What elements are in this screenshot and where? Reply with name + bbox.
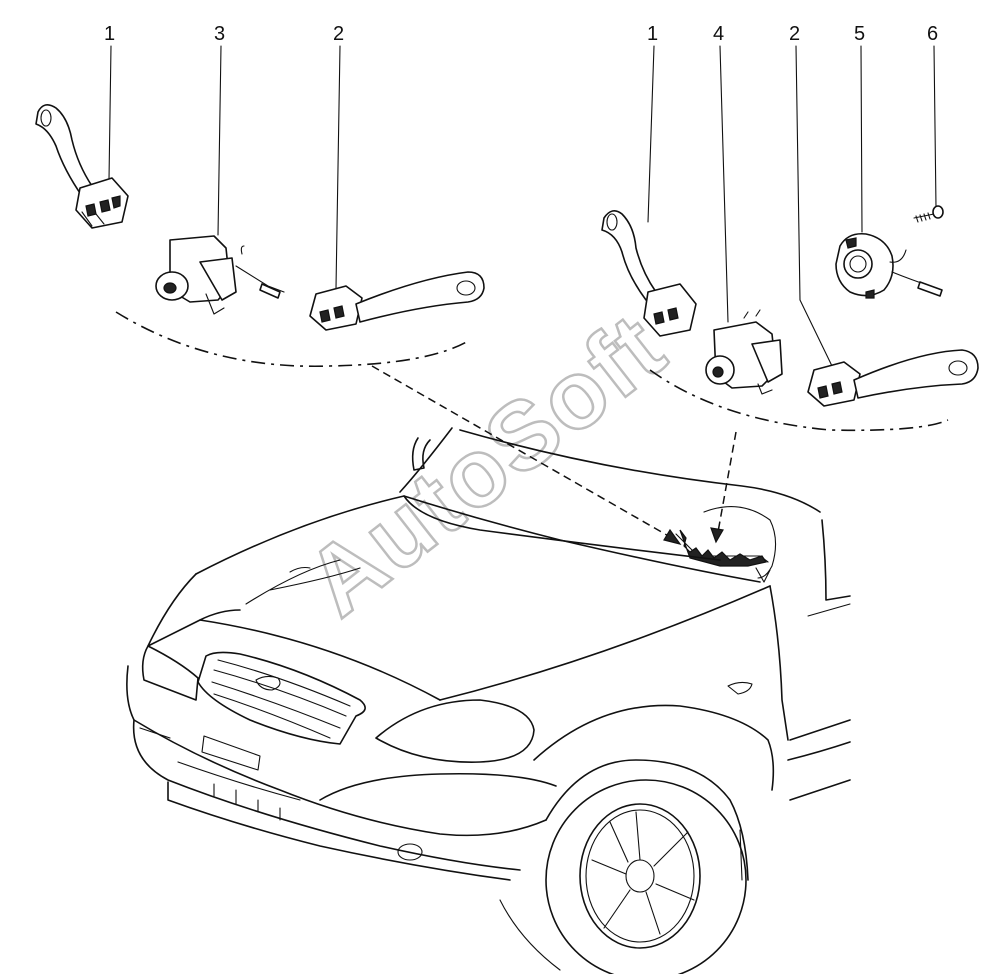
callout-right-5: 5 [854, 23, 865, 45]
leader-right-4 [719, 45, 729, 323]
assembly-arrows [371, 365, 737, 545]
leader-right-5 [860, 45, 863, 233]
left-ignition-lock-part [155, 235, 285, 315]
leader-left-1 [108, 45, 112, 181]
callout-left-3: 3 [214, 23, 225, 45]
front-rim [579, 803, 701, 949]
callout-right-2: 2 [789, 23, 800, 45]
right-group-dashed-arc [649, 369, 949, 432]
right-ignition-lock-part [705, 309, 783, 395]
vehicle-illustration [126, 427, 851, 974]
left-light-switch-part [309, 271, 485, 331]
right-clock-spring-part [835, 232, 943, 299]
leader-right-2 [795, 45, 801, 301]
front-tire [545, 779, 747, 974]
right-light-switch-part [807, 349, 979, 407]
leader-right-1 [647, 45, 655, 223]
left-group-arrow [371, 365, 673, 539]
right-wiper-switch-part [601, 210, 697, 337]
right-screw-part [913, 205, 944, 223]
left-group-dashed-arc [115, 311, 471, 368]
left-parts-group: 1 3 2 [35, 23, 485, 368]
callout-left-2: 2 [333, 23, 344, 45]
leader-left-3 [217, 45, 222, 236]
leader-right-6 [933, 45, 937, 209]
right-parts-group: 1 4 2 5 6 [601, 23, 979, 432]
right-group-arrow [717, 431, 737, 533]
callout-right-4: 4 [713, 23, 724, 45]
callout-right-1: 1 [647, 23, 658, 45]
callout-right-6: 6 [927, 23, 938, 45]
left-wiper-switch-part [35, 104, 129, 229]
leader-left-2 [335, 45, 341, 289]
left-arrow-head [663, 528, 682, 545]
leader-right-2b [799, 299, 833, 367]
callout-left-1: 1 [104, 23, 115, 45]
right-arrow-head [710, 527, 724, 544]
watermark-text: AutoSoft [287, 293, 685, 637]
